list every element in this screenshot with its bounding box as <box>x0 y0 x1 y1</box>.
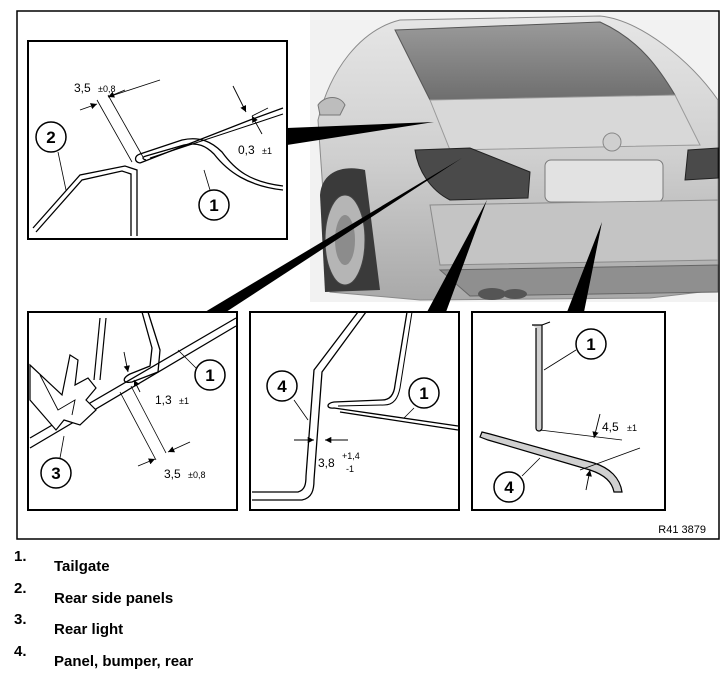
dim-tol-gap-c: ±1 <box>179 396 189 406</box>
figure: 3,5 ±0,8 0,3 ±1 2 1 1,3 ±1 <box>16 10 720 540</box>
legend-item-rear-light: 3. Rear light <box>0 611 727 638</box>
callout-circle <box>198 189 230 221</box>
legend-label: Tailgate <box>54 558 110 575</box>
callout-number: 1 <box>205 366 214 385</box>
detail-view-4: 4,5 ±1 1 4 <box>471 311 666 511</box>
legend-number: 3. <box>14 611 27 628</box>
dim-text-gap-a: 3,5 <box>74 81 91 95</box>
callout-number: 2 <box>46 128 55 147</box>
callout-circle <box>493 471 525 503</box>
legend-label: Panel, bumper, rear <box>54 653 194 670</box>
leader-wedge-2 <box>205 158 462 312</box>
dim-tol-gap-b: ±1 <box>262 146 272 156</box>
dim-text-gap-e: 3,8 <box>318 456 335 470</box>
detail-view-1: 3,5 ±0,8 0,3 ±1 2 1 <box>27 40 288 240</box>
callout-circle <box>408 377 440 409</box>
dim-tol-gap-a: ±0,8 <box>98 84 115 94</box>
figure-code: R41 3879 <box>658 524 706 536</box>
legend-number: 1. <box>14 548 27 565</box>
legend: 1. Tailgate 2. Rear side panels 3. Rear … <box>0 548 727 681</box>
callout-number: 4 <box>277 377 287 396</box>
leader-wedge-4 <box>567 222 602 312</box>
callout-number: 4 <box>504 478 514 497</box>
legend-item-tailgate: 1. Tailgate <box>0 548 727 575</box>
dim-tol-gap-f: ±1 <box>627 423 637 433</box>
dim-text-gap-f: 4,5 <box>602 420 619 434</box>
car-rear-view <box>310 12 719 302</box>
callout-number: 1 <box>209 196 218 215</box>
legend-label: Rear light <box>54 621 124 638</box>
callout-number: 3 <box>51 464 60 483</box>
legend-item-panel-bumper-rear: 4. Panel, bumper, rear <box>0 643 727 670</box>
detail-view-2: 1,3 ±1 3,5 ±0,8 1 3 <box>27 311 238 511</box>
leader-wedge-1 <box>287 122 434 145</box>
callout-circle <box>194 359 226 391</box>
dim-text-gap-d: 3,5 <box>164 467 181 481</box>
dim-tol-gap-e-upper: +1,4 <box>342 451 360 461</box>
dim-tol-gap-d: ±0,8 <box>188 470 205 480</box>
diagram-svg: 3,5 ±0,8 0,3 ±1 2 1 1,3 ±1 <box>16 10 720 540</box>
dim-text-gap-b: 0,3 <box>238 143 255 157</box>
legend-item-rear-side-panels: 2. Rear side panels <box>0 580 727 607</box>
leader-wedge-3 <box>427 200 487 312</box>
callout-circle <box>266 370 298 402</box>
dim-text-gap-c: 1,3 <box>155 393 172 407</box>
callout-number: 1 <box>419 384 428 403</box>
legend-number: 2. <box>14 580 27 597</box>
detail-view-3: 3,8 +1,4 -1 4 1 <box>249 311 460 511</box>
legend-label: Rear side panels <box>54 590 174 607</box>
callout-number: 1 <box>586 335 595 354</box>
dim-tol-gap-e-lower: -1 <box>346 464 354 474</box>
callout-circle <box>35 121 67 153</box>
callout-circle <box>40 457 72 489</box>
legend-number: 4. <box>14 643 27 660</box>
callout-circle <box>575 328 607 360</box>
